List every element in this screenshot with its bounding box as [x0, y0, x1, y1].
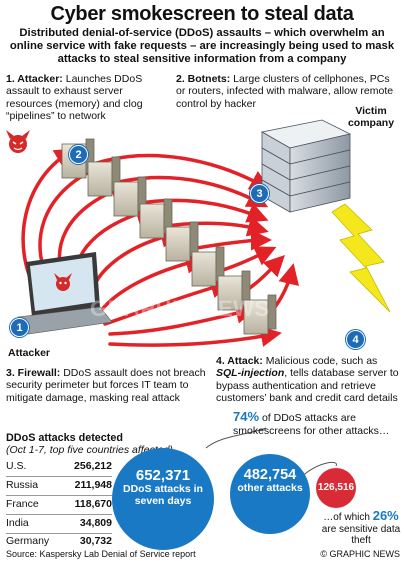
step-firewall: 3. Firewall: DDoS assault does not breac…: [6, 367, 211, 404]
country-value: 30,732: [79, 535, 112, 547]
number-badge-4: 4: [346, 330, 365, 349]
attacker-label: Attacker: [8, 347, 51, 359]
data-theft-pre: …of which: [323, 512, 373, 523]
country-name: France: [6, 498, 39, 510]
attack-illustration: [6, 119, 391, 347]
step-botnets-text: Large clusters of cellphones, PCs or rou…: [176, 73, 394, 110]
row-divider: [6, 533, 112, 534]
smokescreen-percent: 74%: [233, 409, 260, 424]
source-note: Source: Kaspersky Lab Denial of Service …: [6, 549, 196, 559]
country-value: 211,948: [74, 479, 112, 491]
data-theft-text: are sensitive data theft: [321, 523, 401, 547]
ddos-table-subtitle: (Oct 1-7, top five countries affected): [6, 444, 173, 456]
country-value: 34,809: [79, 517, 112, 529]
data-theft-percent: 26%: [372, 508, 399, 523]
country-name: Russia: [6, 479, 39, 491]
victim-label: Victim company: [347, 105, 395, 129]
other-attacks-text: other attacks: [237, 482, 303, 494]
number-badge-2: 2: [69, 145, 88, 164]
page-subtitle: Distributed denial-of-service (DDoS) ass…: [9, 27, 395, 65]
ddos-table-title: DDoS attacks detected: [6, 432, 124, 444]
country-row: U.S. 256,212: [6, 460, 112, 474]
row-divider: [6, 514, 112, 515]
smokescreen-stat: 74% of DDoS attacks are smokescreens for…: [233, 409, 403, 437]
country-name: Germany: [6, 535, 50, 547]
lightning-bolt: [331, 203, 391, 313]
country-value: 118,670: [74, 498, 112, 510]
country-row: Russia 211,948: [6, 479, 112, 493]
botnet-servers: [61, 138, 277, 335]
total-attacks-text: DDoS attacks in seven days: [123, 483, 203, 507]
step-firewall-head: 3. Firewall:: [6, 367, 61, 379]
country-value: 256,212: [74, 460, 112, 472]
step-attacker-text: Launches DDoS assault to exhaust server …: [6, 73, 143, 123]
devil-icon: [6, 130, 30, 153]
devil-face-icon: [54, 273, 72, 291]
victim-server-stack: [260, 119, 352, 213]
data-theft-stat: …of which 26% are sensitive data theft: [320, 508, 402, 547]
watermark: GRAPHIC NEWS: [90, 296, 270, 321]
step-attacker-head: 1. Attacker:: [6, 73, 63, 85]
row-divider: [6, 495, 112, 496]
step-attack-sql: SQL-injection: [216, 367, 285, 380]
country-name: India: [6, 517, 29, 529]
step-attack: 4. Attack: Malicious code, such as SQL-i…: [216, 355, 400, 405]
number-badge-1: 1: [10, 318, 29, 337]
smokescreen-text: of DDoS attacks are smokescreens for oth…: [233, 412, 390, 437]
number-badge-3: 3: [250, 184, 269, 203]
step-attacker: 1. Attacker: Launches DDoS assault to ex…: [6, 73, 166, 123]
step-botnets: 2. Botnets: Large clusters of cellphones…: [176, 73, 398, 110]
data-theft-bubble: 126,516: [316, 468, 356, 508]
other-attacks-number: 482,754: [243, 467, 297, 483]
country-name: U.S.: [6, 460, 27, 472]
credit-note: © GRAPHIC NEWS: [320, 549, 400, 559]
step-botnets-head: 2. Botnets:: [176, 73, 231, 85]
page-title: Cyber smokescreen to steal data: [50, 3, 354, 25]
step-firewall-text: DDoS assault does not breach security pe…: [6, 367, 206, 404]
attack-arrows: [21, 148, 300, 347]
step-attack-text-b: , tells database server to bypass authen…: [216, 367, 399, 405]
step-attack-head: 4. Attack:: [216, 355, 263, 367]
row-divider: [6, 476, 112, 477]
country-row: France 118,670: [6, 498, 112, 512]
country-row: Germany 30,732: [6, 535, 112, 549]
step-attack-text-a: Malicious code, such as: [262, 355, 378, 367]
country-row: India 34,809: [6, 517, 112, 531]
total-attacks-number: 652,371: [135, 467, 191, 484]
